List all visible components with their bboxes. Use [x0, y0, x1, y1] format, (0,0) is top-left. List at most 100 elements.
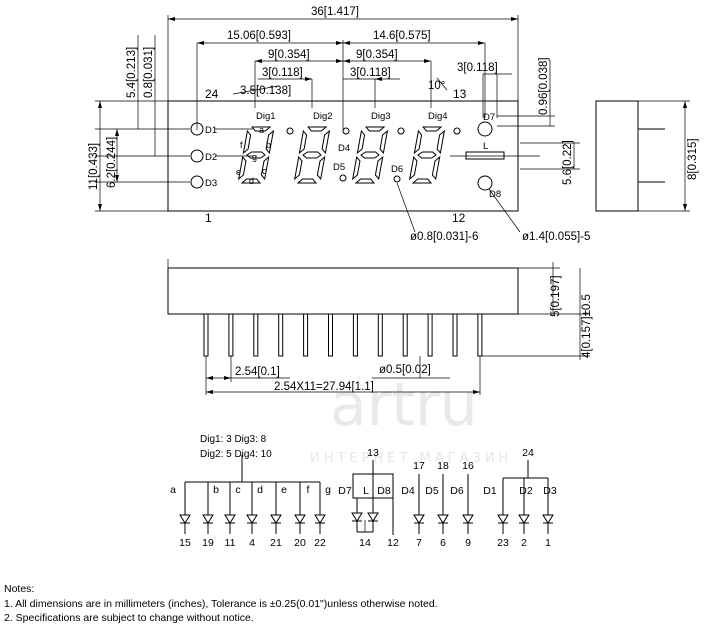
circuit-pin-14: 14 — [359, 537, 371, 549]
dim-0-96: 0.96[0.038] — [538, 57, 550, 115]
label-d1: D1 — [205, 125, 217, 136]
digit-3-seg-a — [365, 126, 386, 132]
digit-1 — [237, 126, 275, 184]
digit-2-seg-a — [307, 126, 328, 132]
led-d7 — [477, 121, 493, 137]
dim-8-side: 8[0.315] — [687, 138, 699, 180]
dim-11: 11[0.433] — [88, 143, 100, 190]
digit-3-seg-f — [356, 129, 366, 155]
digit-1-seg-c — [260, 155, 270, 181]
diode-d1 — [497, 500, 509, 534]
circuit-pin-6: 6 — [440, 537, 446, 549]
circuit-seg-label-c: c — [235, 484, 240, 496]
bottom-pin-3 — [253, 313, 259, 357]
circuit-pin-1: 1 — [545, 537, 551, 549]
dim-pin-span: 2.54X11=27.94[1.1] — [274, 381, 374, 393]
digit-3-seg-e — [351, 155, 361, 181]
label-dig3: Dig3 — [371, 111, 391, 122]
dim-3-5: 3.5[0.138] — [240, 85, 291, 97]
seg-label-b: b — [266, 140, 271, 150]
watermark-subtitle: ИНТЕРНЕТ МАГАЗИН — [310, 451, 512, 466]
led-d3 — [190, 175, 204, 189]
dim-9-left: 9[0.354] — [268, 49, 310, 61]
circuit-pin-22: 22 — [314, 537, 326, 549]
dim-total-width: 36[1.417] — [311, 6, 359, 18]
circuit-pin-13-top: 13 — [367, 447, 379, 459]
side-view: 8[0.315] — [595, 100, 699, 212]
digit-2-seg-b — [321, 129, 331, 155]
digit-4-seg-g — [417, 151, 437, 159]
seg-label-a: a — [259, 125, 264, 135]
label-d5: D5 — [333, 162, 345, 173]
circuit-pin-20: 20 — [294, 537, 306, 549]
digit-4-seg-e — [408, 155, 418, 181]
dim-6-2: 6.2[0.244] — [106, 137, 118, 188]
circuit-pin-9: 9 — [465, 537, 471, 549]
led-d2 — [190, 149, 204, 163]
dim-5-4: 5.4[0.213] — [126, 47, 138, 98]
side-body — [595, 100, 639, 212]
dim-0-8: 0.8[0.031] — [143, 47, 155, 98]
label-d2: D2 — [205, 152, 217, 163]
dim-4-lead: 4[0.157]±0.5 — [581, 294, 593, 358]
digit-pin-map: Dig1: 3 Dig3: 8 Dig2: 5 Dig4: 10 — [200, 434, 272, 460]
circuit-label-d8: D8 — [377, 485, 391, 497]
diode-d8 — [367, 498, 379, 532]
bottom-pin-9 — [402, 313, 408, 357]
dim-3-right: 3[0.118] — [457, 62, 498, 74]
circuit-seg-label-b: b — [213, 484, 219, 496]
diode-seg-c — [224, 500, 236, 534]
label-dig2: Dig2 — [313, 111, 333, 122]
digit-4 — [408, 126, 446, 184]
dot-3 — [453, 127, 461, 135]
diode-d6 — [462, 500, 474, 534]
digit-3-seg-c — [374, 155, 384, 181]
circuit-label-d2: D2 — [519, 485, 533, 497]
circuit-label-d4: D4 — [401, 485, 415, 497]
bottom-pin-7 — [352, 313, 358, 357]
digit-1-seg-b — [265, 129, 275, 155]
digit-2-seg-g — [302, 151, 322, 159]
digit-4-seg-c — [431, 155, 441, 181]
led-d8 — [477, 175, 493, 191]
circuit-pin-4: 4 — [249, 537, 255, 549]
dim-pitch: 2.54[0.1] — [235, 366, 280, 378]
digit-3 — [351, 126, 389, 184]
dim-3-a: 3[0.118] — [262, 67, 303, 79]
digit-3-seg-b — [379, 129, 389, 155]
label-d3: D3 — [205, 178, 217, 189]
dim-5-body: 5[0.197] — [550, 275, 562, 317]
circuit-pin-11: 11 — [225, 537, 236, 549]
diode-seg-b — [202, 500, 214, 534]
circuit-pin-2: 2 — [521, 537, 527, 549]
circuit-pin-24-top: 24 — [522, 447, 534, 459]
pin-1-label: 1 — [205, 211, 212, 225]
bottom-pin-10 — [427, 313, 433, 357]
colon-bar — [465, 151, 505, 160]
dot-2 — [397, 127, 405, 135]
notes: Notes: 1. All dimensions are in millimet… — [4, 583, 438, 624]
digit-1-seg-d — [240, 178, 262, 184]
bottom-body — [167, 267, 519, 315]
watermark-logo: artru — [330, 370, 478, 440]
circuit-label-d5: D5 — [425, 485, 439, 497]
dot-d6 — [393, 175, 401, 183]
circuit-seg-label-f: f — [307, 484, 310, 496]
bottom-pin-12 — [477, 313, 483, 357]
digit-2-seg-f — [298, 129, 308, 155]
label-dig4: Dig4 — [428, 111, 448, 122]
bottom-pin-4 — [278, 313, 284, 357]
seg-label-f: f — [240, 140, 243, 150]
dot-1 — [286, 127, 294, 135]
dim-10-deg: 10° — [428, 80, 445, 92]
circuit-label-l: L — [363, 485, 369, 497]
bottom-pin-5 — [303, 313, 309, 357]
digit-map-line-2: Dig2: 5 Dig4: 10 — [200, 449, 272, 460]
label-l: L — [483, 141, 488, 152]
dim-15-06: 15.06[0.593] — [227, 30, 291, 42]
circuit-pin-17-top: 17 — [413, 460, 425, 472]
label-d4: D4 — [338, 143, 350, 154]
diode-seg-a — [179, 500, 191, 534]
